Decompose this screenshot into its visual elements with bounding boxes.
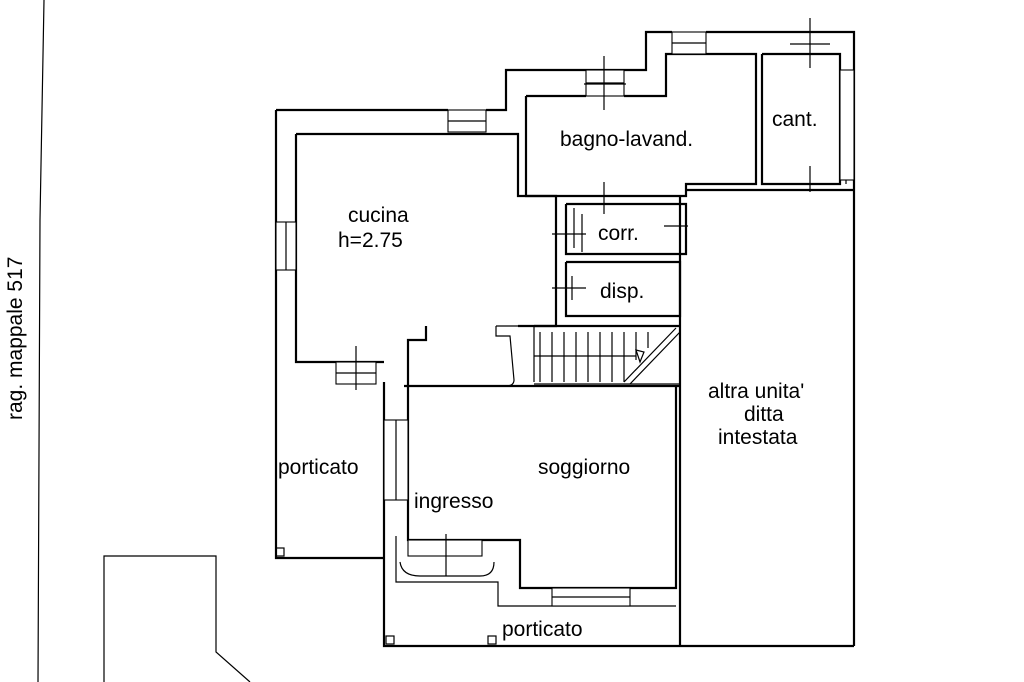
label-corridoio: corr. bbox=[598, 222, 639, 245]
label-side-mappale: rag. mappale 517 bbox=[4, 257, 27, 420]
label-bagno: bagno-lavand. bbox=[560, 128, 693, 151]
room-labels: bagno-lavand. cant. cucina h=2.75 corr. … bbox=[4, 108, 818, 641]
label-soggiorno: soggiorno bbox=[538, 456, 630, 479]
label-dispensa: disp. bbox=[600, 280, 644, 303]
windows bbox=[275, 31, 855, 607]
label-porticato-bottom: porticato bbox=[502, 618, 583, 641]
outer-walls bbox=[274, 30, 856, 648]
label-altra-unita-1: altra unita' bbox=[708, 380, 804, 403]
label-altra-unita-3: intestata bbox=[718, 426, 798, 449]
cross-markers bbox=[355, 18, 830, 576]
inner-walls bbox=[275, 52, 847, 645]
label-porticato-left: porticato bbox=[278, 456, 359, 479]
staircase bbox=[534, 327, 681, 385]
site-boundary bbox=[37, 0, 251, 682]
label-cantina: cant. bbox=[772, 108, 818, 131]
label-cucina-height: h=2.75 bbox=[338, 229, 403, 252]
label-altra-unita-2: ditta bbox=[744, 403, 784, 426]
label-ingresso: ingresso bbox=[414, 490, 493, 513]
label-cucina: cucina bbox=[348, 204, 409, 227]
